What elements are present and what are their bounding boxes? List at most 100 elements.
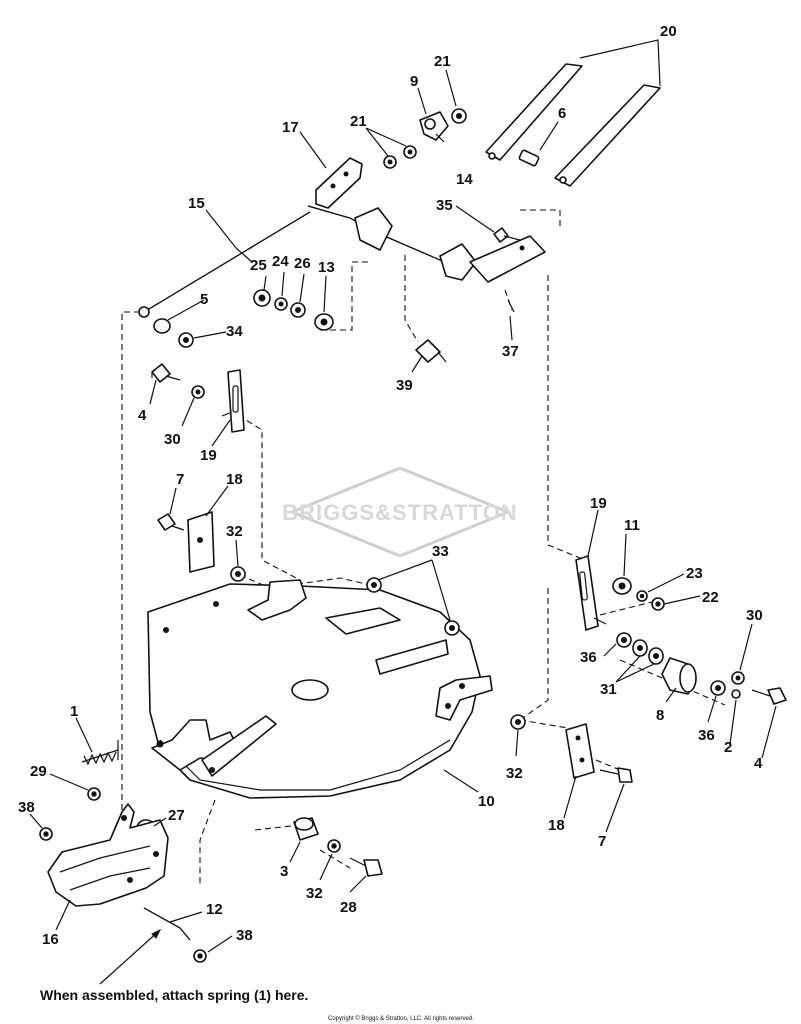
part-6-pin (518, 149, 540, 167)
callout-38-left: 38 (18, 799, 35, 816)
part-30-washer-left (191, 385, 205, 399)
callout-18-left: 18 (226, 471, 243, 488)
part-29-nut (87, 787, 101, 801)
part-15-rod (138, 211, 311, 318)
callout-24: 24 (272, 253, 289, 270)
part-23-washer (636, 590, 648, 602)
callout-32-lower: 32 (306, 885, 323, 902)
callout-36-lower: 36 (698, 727, 715, 744)
callout-30-left: 30 (164, 431, 181, 448)
callout-29: 29 (30, 763, 47, 780)
part-1-spring (81, 740, 119, 766)
callout-36-upper: 36 (580, 649, 597, 666)
callout-9: 9 (410, 73, 418, 90)
part-32-nut-left (230, 566, 246, 582)
callout-25: 25 (250, 257, 267, 274)
callout-4-left: 4 (138, 407, 147, 424)
callout-20: 20 (660, 23, 677, 40)
callout-16: 16 (42, 931, 59, 948)
part-19-arm-left (221, 369, 245, 433)
watermark-text: BRIGGS&STRATTON (282, 500, 517, 525)
callout-32-right: 32 (506, 765, 523, 782)
part-36-washer-upper (616, 632, 632, 648)
copyright-text: Copyright © Briggs & Stratton, LLC. All … (328, 1015, 474, 1022)
part-32-nut-lower (327, 839, 341, 853)
callout-34: 34 (226, 323, 243, 340)
callout-30-right: 30 (746, 607, 763, 624)
part-4-bolt-right (751, 687, 787, 705)
callout-38-right: 38 (236, 927, 253, 944)
callout-28: 28 (340, 899, 357, 916)
part-37-cotter-pin (507, 299, 515, 313)
callout-3: 3 (280, 863, 288, 880)
part-18-bracket-right (565, 723, 595, 779)
part-10-mower-deck (147, 579, 493, 799)
callout-23: 23 (686, 565, 703, 582)
callout-labels: 20 21 9 6 21 17 14 15 35 25 24 26 13 5 3… (18, 23, 763, 948)
brand-watermark: BRIGGS&STRATTON (282, 466, 517, 558)
assembly-note: When assembled, attach spring (1) here. (40, 987, 308, 1003)
part-31-washers (632, 639, 664, 665)
lift-shaft (307, 205, 546, 283)
part-19-arm-right (575, 555, 607, 631)
part-33-nuts (366, 577, 460, 636)
part-38-nut-left (39, 827, 53, 841)
callout-35: 35 (436, 197, 453, 214)
part-11-bushing (612, 577, 632, 595)
part-14-clip (419, 111, 449, 141)
part-39-bolt (415, 339, 447, 363)
callout-33: 33 (432, 543, 449, 560)
part-22-nut (651, 597, 665, 611)
callout-19-right: 19 (590, 495, 607, 512)
assembly-guide-lines (121, 209, 726, 885)
part-34-nut (178, 332, 194, 348)
leader-lines (29, 39, 777, 985)
part-7-bolt-left (157, 513, 185, 531)
part-2-washer (731, 689, 741, 699)
part-4-bolt-left (151, 363, 181, 383)
callout-14: 14 (456, 171, 473, 188)
part-3-bushing (293, 817, 319, 841)
callout-7-left: 7 (176, 471, 184, 488)
callout-26: 26 (294, 255, 311, 272)
callout-19-left: 19 (200, 447, 217, 464)
callout-18-right: 18 (548, 817, 565, 834)
callout-31: 31 (600, 681, 617, 698)
callout-21-top: 21 (434, 53, 451, 70)
callout-2: 2 (724, 739, 732, 756)
callout-13: 13 (318, 259, 335, 276)
part-16-pivot-bracket (47, 803, 169, 907)
parts-25-24-26-13-spacers (253, 289, 334, 331)
callout-5: 5 (200, 291, 208, 308)
callout-4-right: 4 (754, 755, 763, 772)
callout-22: 22 (702, 589, 719, 606)
part-7-bolt-right (599, 767, 633, 783)
callout-12: 12 (206, 901, 223, 918)
part-8-spacer (661, 657, 697, 695)
part-21-nuts (383, 108, 467, 169)
callout-8: 8 (656, 707, 664, 724)
part-28-bolt (349, 857, 383, 877)
callout-21-mid: 21 (350, 113, 367, 130)
part-5-bushing (153, 318, 171, 334)
part-32-nut-right (510, 714, 526, 730)
part-12-rod (143, 907, 191, 941)
callout-11: 11 (624, 517, 640, 534)
callout-17: 17 (282, 119, 299, 136)
callout-10: 10 (478, 793, 495, 810)
callout-1: 1 (70, 703, 78, 720)
part-30-washer-right (731, 671, 745, 685)
callout-37: 37 (502, 343, 519, 360)
part-36-washer-lower (710, 680, 726, 696)
callout-27: 27 (168, 807, 185, 824)
callout-15: 15 (188, 195, 205, 212)
callout-39: 39 (396, 377, 413, 394)
part-35-bolt (493, 227, 521, 243)
callout-7-right: 7 (598, 833, 606, 850)
part-20-lift-arms (485, 63, 661, 187)
part-38-nut-right (193, 949, 207, 963)
callout-32-left: 32 (226, 523, 243, 540)
callout-6: 6 (558, 105, 566, 122)
part-17-bracket (315, 157, 363, 209)
